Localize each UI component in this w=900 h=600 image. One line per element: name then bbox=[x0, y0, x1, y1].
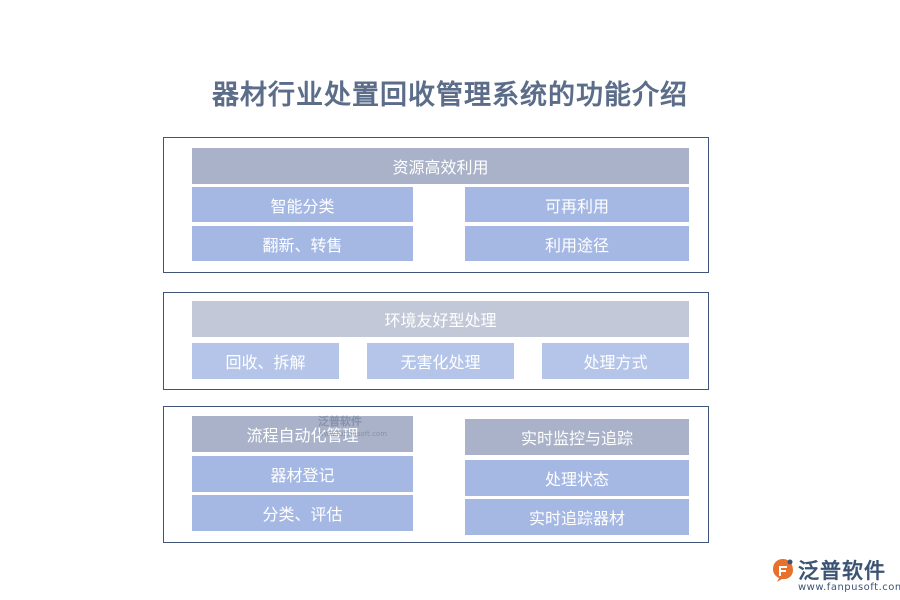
column-header: 实时监控与追踪 bbox=[465, 419, 689, 455]
page-title: 器材行业处置回收管理系统的功能介绍 bbox=[212, 80, 688, 111]
feature-box: 可再利用 bbox=[465, 187, 689, 222]
feature-box: 回收、拆解 bbox=[192, 343, 339, 379]
column-header: 流程自动化管理 bbox=[192, 416, 413, 452]
fanpu-logo-icon bbox=[773, 559, 793, 582]
watermark-name: 泛普软件 bbox=[318, 415, 362, 428]
watermark: 泛普软件 www.fanpusoft.com bbox=[318, 416, 408, 452]
panel-header: 资源高效利用 bbox=[192, 148, 689, 184]
panel-automation-monitoring: 流程自动化管理 器材登记 分类、评估 实时监控与追踪 处理状态 实时追踪器材 bbox=[163, 406, 709, 543]
feature-box: 处理状态 bbox=[465, 460, 689, 496]
feature-box: 实时追踪器材 bbox=[465, 499, 689, 535]
feature-box: 利用途径 bbox=[465, 226, 689, 261]
feature-box: 处理方式 bbox=[542, 343, 689, 379]
feature-box: 器材登记 bbox=[192, 456, 413, 492]
watermark-url: www.fanpusoft.com bbox=[318, 430, 388, 438]
panel-eco-processing: 环境友好型处理 回收、拆解 无害化处理 处理方式 bbox=[163, 292, 709, 390]
panel-resource-efficiency: 资源高效利用 智能分类 可再利用 翻新、转售 利用途径 bbox=[163, 137, 709, 273]
feature-box: 无害化处理 bbox=[367, 343, 514, 379]
brand-logo: 泛普软件 www.fanpusoft.com bbox=[770, 553, 900, 595]
feature-box: 分类、评估 bbox=[192, 495, 413, 531]
panel-header: 环境友好型处理 bbox=[192, 301, 689, 337]
feature-box: 智能分类 bbox=[192, 187, 413, 222]
feature-box: 翻新、转售 bbox=[192, 226, 413, 261]
logo-url: www.fanpusoft.com bbox=[798, 582, 900, 593]
logo-name: 泛普软件 bbox=[798, 559, 886, 583]
